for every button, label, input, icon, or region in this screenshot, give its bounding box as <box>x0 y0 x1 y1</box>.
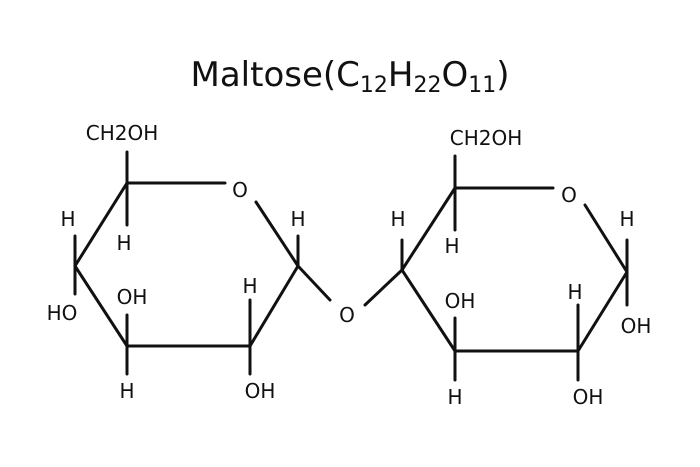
right-oh-right: OH <box>621 314 652 338</box>
left-h-anomeric: H <box>290 207 305 231</box>
title-part: O <box>441 55 468 95</box>
title-part: 22 <box>413 73 441 98</box>
glycosidic-oxygen: O <box>339 303 355 327</box>
left-h-c2: H <box>242 274 257 298</box>
right-oh-bottom: OH <box>573 385 604 409</box>
bond <box>583 203 629 274</box>
right-h-c5: H <box>444 234 459 258</box>
glycosidic-linkage: O <box>296 264 404 327</box>
right-ch2oh-label: CH2OH <box>450 126 523 150</box>
bond <box>400 186 457 272</box>
title-part: Maltose(C <box>191 55 360 95</box>
left-oh-bottom: OH <box>245 379 276 403</box>
right-glucose-ring: CH2OH O H H H OH H OH H OH <box>390 126 651 409</box>
bond <box>296 264 332 302</box>
title-part: 12 <box>360 73 388 98</box>
left-h-bottom: H <box>119 379 134 403</box>
diagram-title: Maltose(C12H22O11) <box>191 55 510 98</box>
title-part: 11 <box>468 73 496 98</box>
right-h-top-left: H <box>390 207 405 231</box>
left-ho-label: HO <box>47 301 78 325</box>
right-oh-c3: OH <box>445 289 476 313</box>
left-ch2oh-label: CH2OH <box>86 121 159 145</box>
bond <box>73 181 129 268</box>
bond <box>254 200 300 268</box>
right-ring-oxygen: O <box>561 183 577 207</box>
title-part: ) <box>496 55 509 95</box>
bond <box>363 268 404 307</box>
left-oh-c3: OH <box>117 285 148 309</box>
bond <box>248 264 300 348</box>
right-h-bottom: H <box>447 385 462 409</box>
left-ring-oxygen: O <box>232 178 248 202</box>
bond <box>400 268 457 353</box>
right-h-c2: H <box>567 280 582 304</box>
bond <box>73 264 129 348</box>
left-glucose-ring: CH2OH O H H H HO OH H H OH <box>47 121 306 403</box>
title-part: H <box>388 55 414 95</box>
left-h-top-left: H <box>60 207 75 231</box>
bond <box>576 270 629 353</box>
right-h-anomeric: H <box>619 207 634 231</box>
left-h-c5: H <box>116 231 131 255</box>
